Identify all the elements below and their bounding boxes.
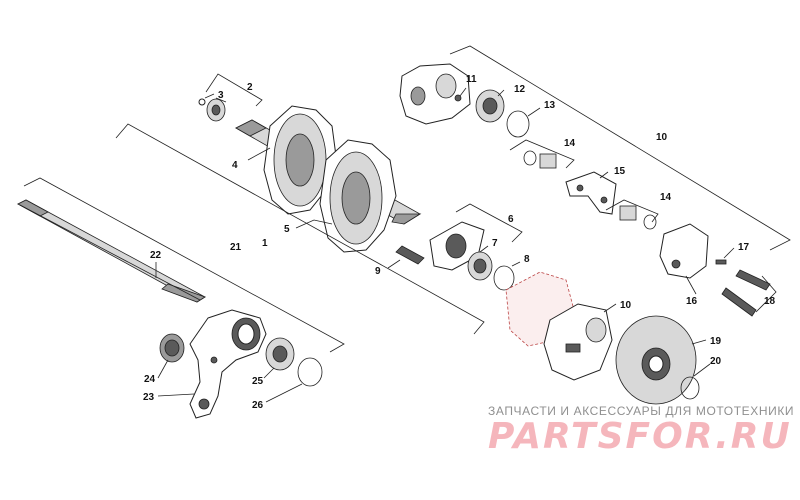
callout-23: 23 [143, 392, 155, 403]
brake-disc [615, 315, 697, 405]
callout-6: 6 [508, 214, 514, 225]
callout-11: 11 [466, 74, 477, 85]
callout-14-upper: 14 [564, 138, 576, 149]
callout-17: 17 [738, 242, 750, 253]
callout-26: 26 [252, 400, 264, 411]
bushing-14a [523, 150, 557, 169]
axle-shaft [17, 199, 206, 303]
callout-20: 20 [710, 356, 722, 367]
callout-5: 5 [284, 224, 290, 235]
callout-19: 19 [710, 336, 722, 347]
callout-7: 7 [492, 238, 498, 249]
callout-13: 13 [544, 100, 556, 111]
callout-18: 18 [764, 296, 776, 307]
callout-10-upper: 10 [656, 132, 668, 143]
watermark-tagline: ЗАПЧАСТИ И АКСЕССУАРЫ ДЛЯ МОТОТЕХНИКИ [488, 404, 795, 418]
needle-bearing [159, 333, 185, 363]
tensioner-15 [565, 171, 617, 215]
bolt-9 [395, 245, 425, 265]
callout-9: 9 [375, 266, 381, 277]
leader-lines [23, 45, 791, 403]
bearing-12 [475, 89, 505, 123]
sprocket-right [319, 139, 397, 253]
lower-housing [543, 303, 613, 381]
upper-housing [399, 63, 471, 125]
callout-25: 25 [252, 376, 264, 387]
callout-3: 3 [218, 90, 224, 101]
ring-8 [493, 265, 515, 291]
callout-1: 1 [262, 238, 268, 249]
bolt-17 [715, 259, 727, 265]
ring-13 [506, 110, 530, 138]
callout-2: 2 [247, 82, 253, 93]
snap-ring-20 [680, 376, 700, 400]
callout-21: 21 [230, 242, 242, 253]
snap-ring-26 [297, 357, 323, 387]
callout-12: 12 [514, 84, 526, 95]
bearing-bracket [189, 309, 267, 419]
callout-24: 24 [144, 374, 156, 385]
callout-16: 16 [686, 296, 698, 307]
callout-8: 8 [524, 254, 530, 265]
watermark-brand-logo: PARTSFOR.RU [488, 416, 792, 457]
callout-15: 15 [614, 166, 626, 177]
bushing-14b [619, 205, 657, 230]
bolts-18 [721, 269, 771, 317]
callout-14-lower: 14 [660, 192, 672, 203]
shaft-seal [198, 98, 226, 122]
seal-7 [467, 251, 493, 281]
part-11 [454, 94, 462, 102]
bearing-25 [265, 337, 295, 371]
callout-labels: 1 2 3 4 5 6 7 8 9 10 10 11 12 13 14 14 1… [143, 74, 776, 411]
cover-16 [659, 223, 709, 279]
callout-22: 22 [150, 250, 162, 261]
callout-10-lower: 10 [620, 300, 632, 311]
callout-4: 4 [232, 160, 238, 171]
sprocket-left [263, 105, 337, 215]
